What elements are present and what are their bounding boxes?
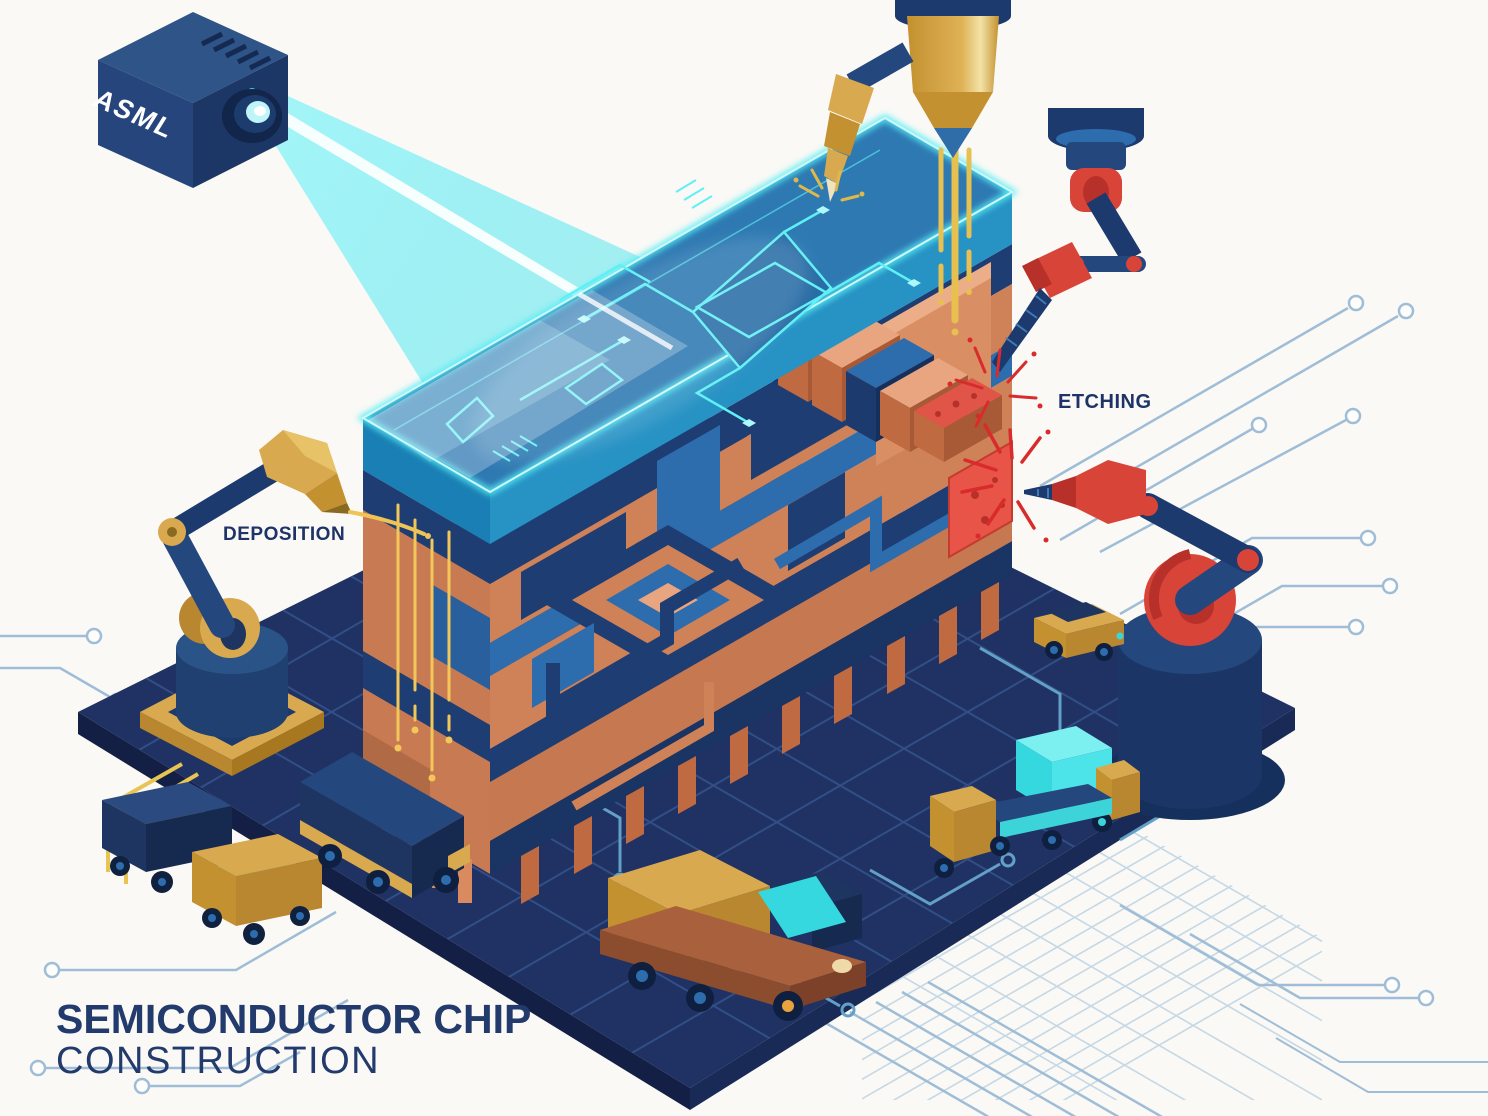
- lithography-pen-tool: [793, 74, 874, 202]
- page-title-line2: CONSTRUCTION: [56, 1040, 381, 1083]
- page-title-line1: SEMICONDUCTOR CHIP: [56, 996, 532, 1042]
- chip-gold-wires: [396, 503, 451, 772]
- overhead-etching-drill-arm: [947, 108, 1146, 428]
- material-dispenser-nozzle: [793, 0, 1011, 336]
- transport-van: [300, 752, 470, 898]
- mining-cart-silicon-material: [192, 834, 322, 945]
- deposition-robot-arm: [140, 430, 431, 776]
- chip-pins-right: [521, 582, 999, 904]
- gold-car: [1034, 602, 1124, 661]
- deposition-label: DEPOSITION: [223, 524, 346, 545]
- flatbed-truck: [930, 784, 1112, 878]
- gold-streams: [938, 144, 972, 324]
- projector-lens: [222, 89, 282, 143]
- mining-cart-raw-material: [102, 782, 232, 893]
- etching-sparks-side: [960, 423, 1042, 530]
- title-block: SEMICONDUCTOR CHIP CONSTRUCTION: [56, 996, 532, 1083]
- etching-sparks-top: [954, 346, 1038, 428]
- asml-lithography-projector: [98, 12, 288, 188]
- etching-robot-arm: [1024, 460, 1285, 820]
- etched-area-top: [914, 378, 1002, 462]
- background-circuit-traces: [0, 294, 1488, 1116]
- etching-label: ETCHING: [1058, 391, 1152, 413]
- deposition-nozzle: [259, 430, 431, 539]
- delivery-truck: [600, 850, 866, 1021]
- vent-slots: [200, 31, 272, 71]
